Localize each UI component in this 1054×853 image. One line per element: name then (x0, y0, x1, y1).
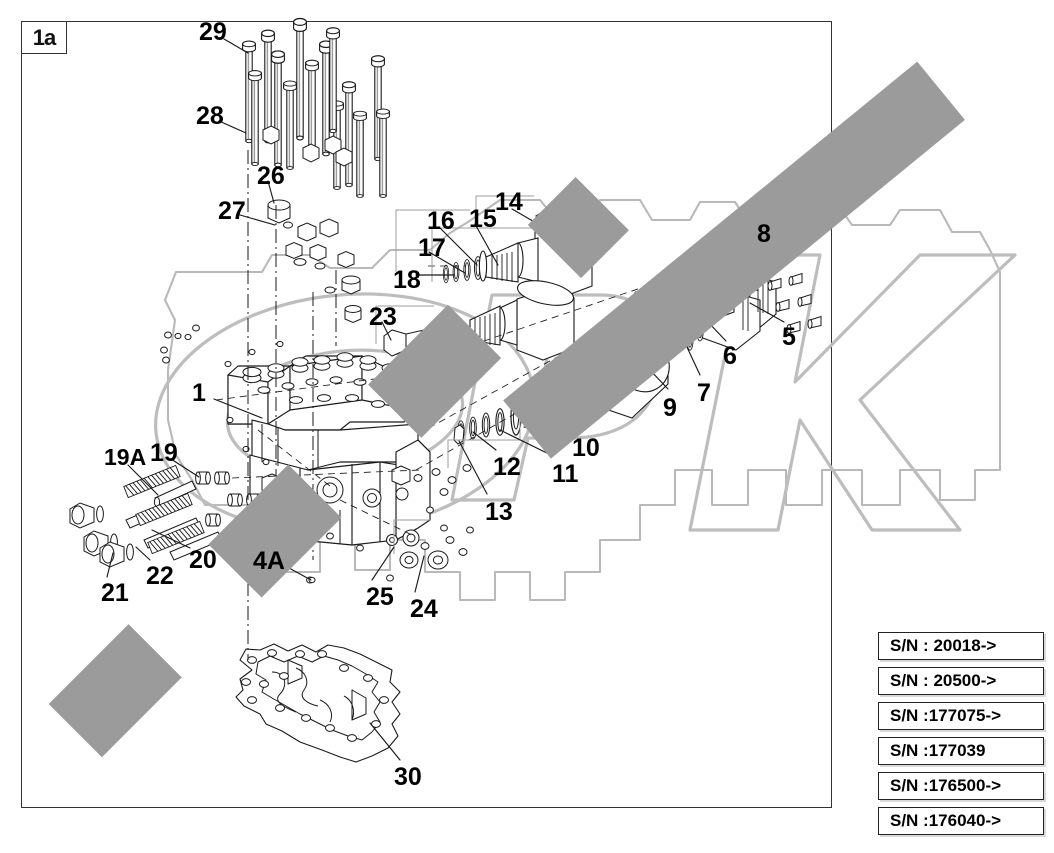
callout-30: 30 (394, 763, 422, 791)
callout-18: 18 (393, 266, 421, 294)
leader-line-23 (381, 321, 392, 341)
leader-line-13 (458, 440, 488, 495)
leader-line-29 (223, 38, 249, 54)
callout-12: 12 (493, 453, 521, 481)
callout-17: 17 (418, 234, 446, 262)
leader-line-25 (371, 546, 395, 581)
serial-number-box-4: S/N :177039 (878, 737, 1044, 765)
leader-line-20 (151, 529, 191, 549)
callout-13: 13 (485, 498, 513, 526)
diagram-frame (21, 21, 832, 808)
callout-26: 26 (257, 162, 285, 190)
callout-15: 15 (469, 205, 497, 233)
fittings-group-26-27 (267, 199, 362, 324)
callout-16: 16 (427, 207, 455, 235)
leader-line-5 (749, 302, 785, 323)
leader-line-26 (267, 180, 275, 204)
leader-line-30 (369, 722, 401, 761)
leader-line-17 (428, 251, 466, 274)
serial-number-box-3: S/N :177075-> (878, 702, 1044, 730)
callout-19: 19 (150, 439, 178, 467)
springs-pins-group (69, 465, 262, 568)
hardware-group-24-25 (160, 324, 474, 584)
leader-line-1 (213, 398, 263, 419)
leader-line-28 (218, 120, 247, 134)
leader-line-24 (414, 555, 425, 593)
figure-tag: 1a (21, 21, 67, 54)
serial-number-box-5: S/N :176500-> (878, 772, 1044, 800)
leader-line-19A (127, 464, 159, 496)
callout-1: 1 (192, 379, 206, 407)
leader-line-16 (438, 226, 478, 266)
serial-number-box-6: S/N :176040-> (878, 807, 1044, 835)
callout-25: 25 (366, 583, 394, 611)
callout-8: 8 (757, 220, 771, 248)
callout-27: 27 (218, 197, 246, 225)
callout-22: 22 (146, 562, 174, 590)
callout-11: 11 (552, 460, 579, 488)
leader-line-12 (472, 431, 497, 451)
serial-number-box-2: S/N : 20500-> (878, 667, 1044, 695)
serial-number-legend: S/N : 20018-> S/N : 20500-> S/N :177075-> S… (878, 632, 1044, 842)
callout-4A: 4A (253, 547, 285, 575)
leader-line-22 (135, 546, 151, 561)
callout-29: 29 (199, 18, 227, 46)
leader-line-21 (106, 552, 114, 578)
callout-24: 24 (410, 595, 438, 623)
callout-23: 23 (369, 303, 397, 331)
spool-assembly-middle (428, 280, 575, 361)
callout-14: 14 (495, 188, 523, 216)
serial-number-box-1: S/N : 20018-> (878, 632, 1044, 660)
leader-line-4A (288, 567, 312, 581)
callout-6: 6 (723, 342, 737, 370)
gasket-plate (235, 643, 401, 763)
callout-28: 28 (196, 102, 224, 130)
callout-19A: 19A (104, 444, 147, 470)
callout-10: 10 (572, 434, 600, 462)
guide-outline (375, 195, 560, 554)
leader-line-11 (499, 429, 554, 457)
leader-line-27 (239, 214, 276, 226)
callout-5: 5 (782, 323, 796, 351)
callout-7: 7 (697, 379, 711, 407)
corner-tick-mark (48, 61, 965, 758)
leader-line-15 (474, 223, 499, 266)
callout-9: 9 (663, 394, 677, 422)
callout-21: 21 (101, 579, 129, 607)
leader-line-19 (170, 458, 200, 478)
callout-20: 20 (189, 546, 217, 574)
bolt-cluster-group (241, 17, 391, 199)
